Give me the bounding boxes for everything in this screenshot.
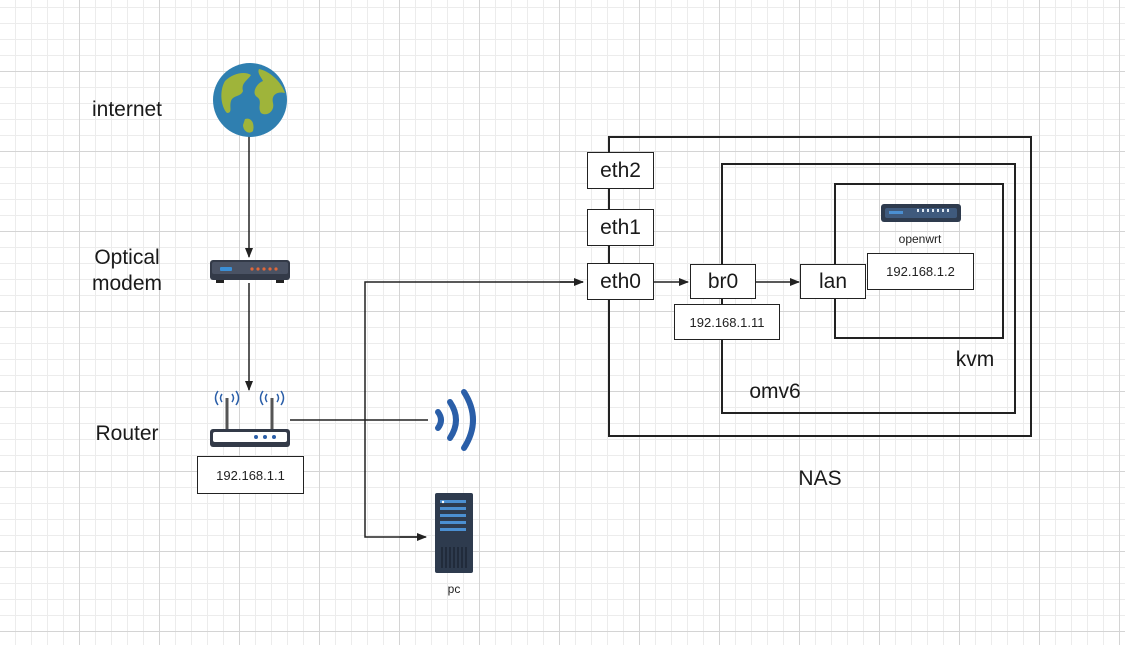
omv6-label: omv6 — [749, 380, 801, 403]
br0-bridge: br0 — [690, 264, 756, 299]
globe-icon — [213, 63, 287, 137]
router-label: Router — [95, 422, 159, 445]
optical-modem-label: Optical modem — [70, 245, 184, 297]
eth1-port: eth1 — [587, 209, 654, 246]
router-icon — [210, 390, 290, 447]
wifi-signal-icon — [435, 389, 476, 451]
kvm-frame — [834, 183, 1004, 339]
pc-label: pc — [447, 582, 461, 596]
router-ip-box: 192.168.1.1 — [197, 456, 304, 494]
optical-modem-label-line2: modem — [91, 272, 163, 295]
internet-label: internet — [91, 98, 163, 121]
nas-label: NAS — [798, 467, 842, 490]
eth2-port: eth2 — [587, 152, 654, 189]
lan-port: lan — [800, 264, 866, 299]
server-tower-icon — [435, 493, 473, 573]
modem-icon — [210, 260, 290, 283]
optical-modem-label-line1: Optical — [94, 246, 160, 269]
openwrt-label: openwrt — [898, 232, 942, 246]
br0-ip-box: 192.168.1.11 — [674, 304, 780, 340]
openwrt-ip-box: 192.168.1.2 — [867, 253, 974, 290]
switch-icon — [881, 204, 961, 222]
kvm-label: kvm — [955, 348, 995, 371]
link-eth0-pc — [364, 281, 583, 538]
eth0-port: eth0 — [587, 263, 654, 300]
